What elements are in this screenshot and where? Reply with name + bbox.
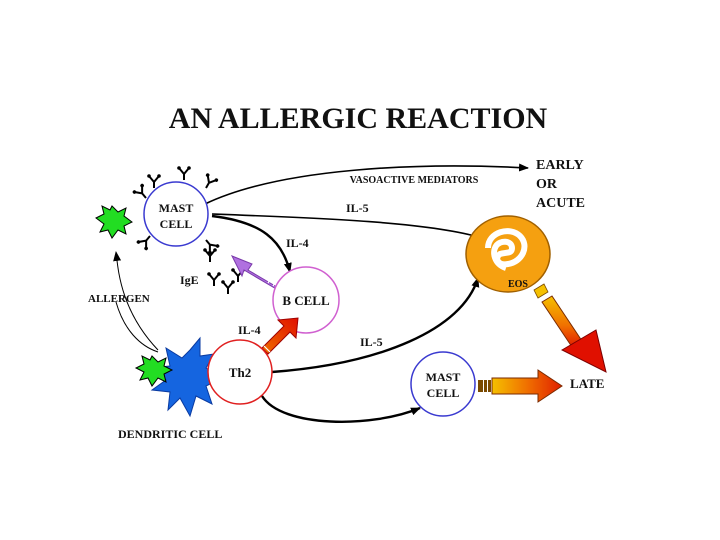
vasoactive-arrow xyxy=(204,163,529,205)
page-title: AN ALLERGIC REACTION xyxy=(169,102,548,135)
b-cell xyxy=(272,266,340,334)
mast-cell-bottom xyxy=(410,351,476,417)
ige-antibody-icon xyxy=(199,234,222,256)
eos-label: EOS xyxy=(508,279,528,290)
th2-cell xyxy=(207,339,273,405)
mast-cell-bottom-label-1: MAST xyxy=(426,370,461,384)
acute-label: ACUTE xyxy=(536,196,585,211)
allergen-on-dendritic-icon xyxy=(134,355,174,387)
allergen-up-arrow xyxy=(113,251,159,351)
ige-label: IgE xyxy=(180,273,199,287)
ige-antibody-icon xyxy=(220,279,236,295)
il4-mast-to-bcell-arrow xyxy=(211,214,292,273)
mast-cell-bottom-label-2: CELL xyxy=(427,386,460,400)
ige-antibody-icon xyxy=(176,165,192,181)
il5-th2-to-eos-arrow xyxy=(271,277,480,374)
mast-cell-top xyxy=(143,181,209,247)
eos-late-arrow xyxy=(533,283,607,373)
late-label: LATE xyxy=(570,376,604,391)
eos-nucleus xyxy=(485,228,528,271)
dendritic-cell-label: DENDRITIC CELL xyxy=(118,427,222,441)
mast-cell-top-label-1: MAST xyxy=(159,201,194,215)
or-label: OR xyxy=(536,177,558,192)
allergen-icon xyxy=(95,205,133,239)
red-th2-bcell-arrow xyxy=(261,317,299,355)
purple-ige-arrow xyxy=(230,255,284,291)
il5-top-arrow xyxy=(211,213,483,240)
mast-cell-top-label-2: CELL xyxy=(160,217,193,231)
b-cell-label: B CELL xyxy=(282,293,330,308)
mastcell-late-arrow xyxy=(478,369,563,403)
ige-antibody-icon xyxy=(206,271,222,287)
il4-th2-label: IL-4 xyxy=(238,323,261,337)
th2-to-mastcell-arrow xyxy=(260,395,421,423)
allergen-label: ALLERGEN xyxy=(88,293,150,305)
th2-label: Th2 xyxy=(229,365,251,380)
vasoactive-label: VASOACTIVE MEDIATORS xyxy=(350,175,479,186)
il5-top-label: IL-5 xyxy=(346,201,369,215)
il4-mid-label: IL-4 xyxy=(286,236,309,250)
il5-th2-label: IL-5 xyxy=(360,335,383,349)
ige-antibody-icon xyxy=(199,171,220,193)
allergen-curve xyxy=(115,301,159,353)
ige-antibody-icon xyxy=(146,173,162,189)
early-label: EARLY xyxy=(536,158,584,173)
